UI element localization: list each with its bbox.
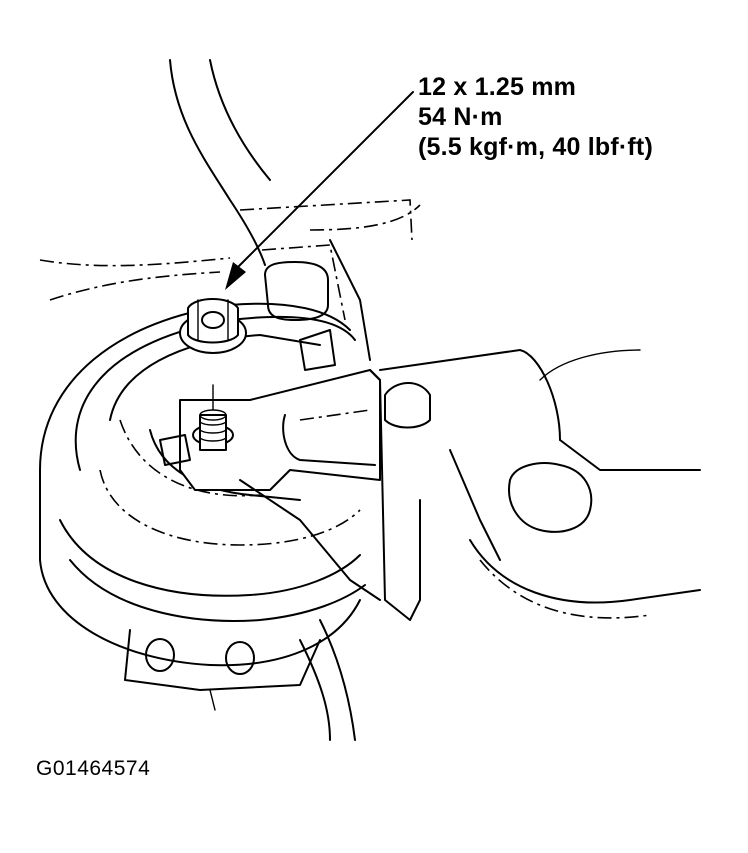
torque-imperial-label: (5.5 kgf·m, 40 lbf·ft) [418, 133, 653, 161]
torque-metric-label: 54 N·m [418, 103, 503, 131]
mount-base [124, 619, 356, 741]
bracket-arm [159, 329, 421, 621]
flange-nut [179, 298, 247, 354]
rear-boss [264, 261, 329, 321]
figure-id: G01464574 [36, 757, 151, 780]
callout-leader-arrow [225, 91, 414, 290]
torque-spec-callout: 12 x 1.25 mm 54 N·m (5.5 kgf·m, 40 lbf·f… [418, 72, 653, 162]
bolt-size-label: 12 x 1.25 mm [418, 73, 577, 101]
upper-frame-outline [39, 59, 421, 361]
threaded-stud [192, 384, 234, 451]
right-components [379, 349, 701, 619]
